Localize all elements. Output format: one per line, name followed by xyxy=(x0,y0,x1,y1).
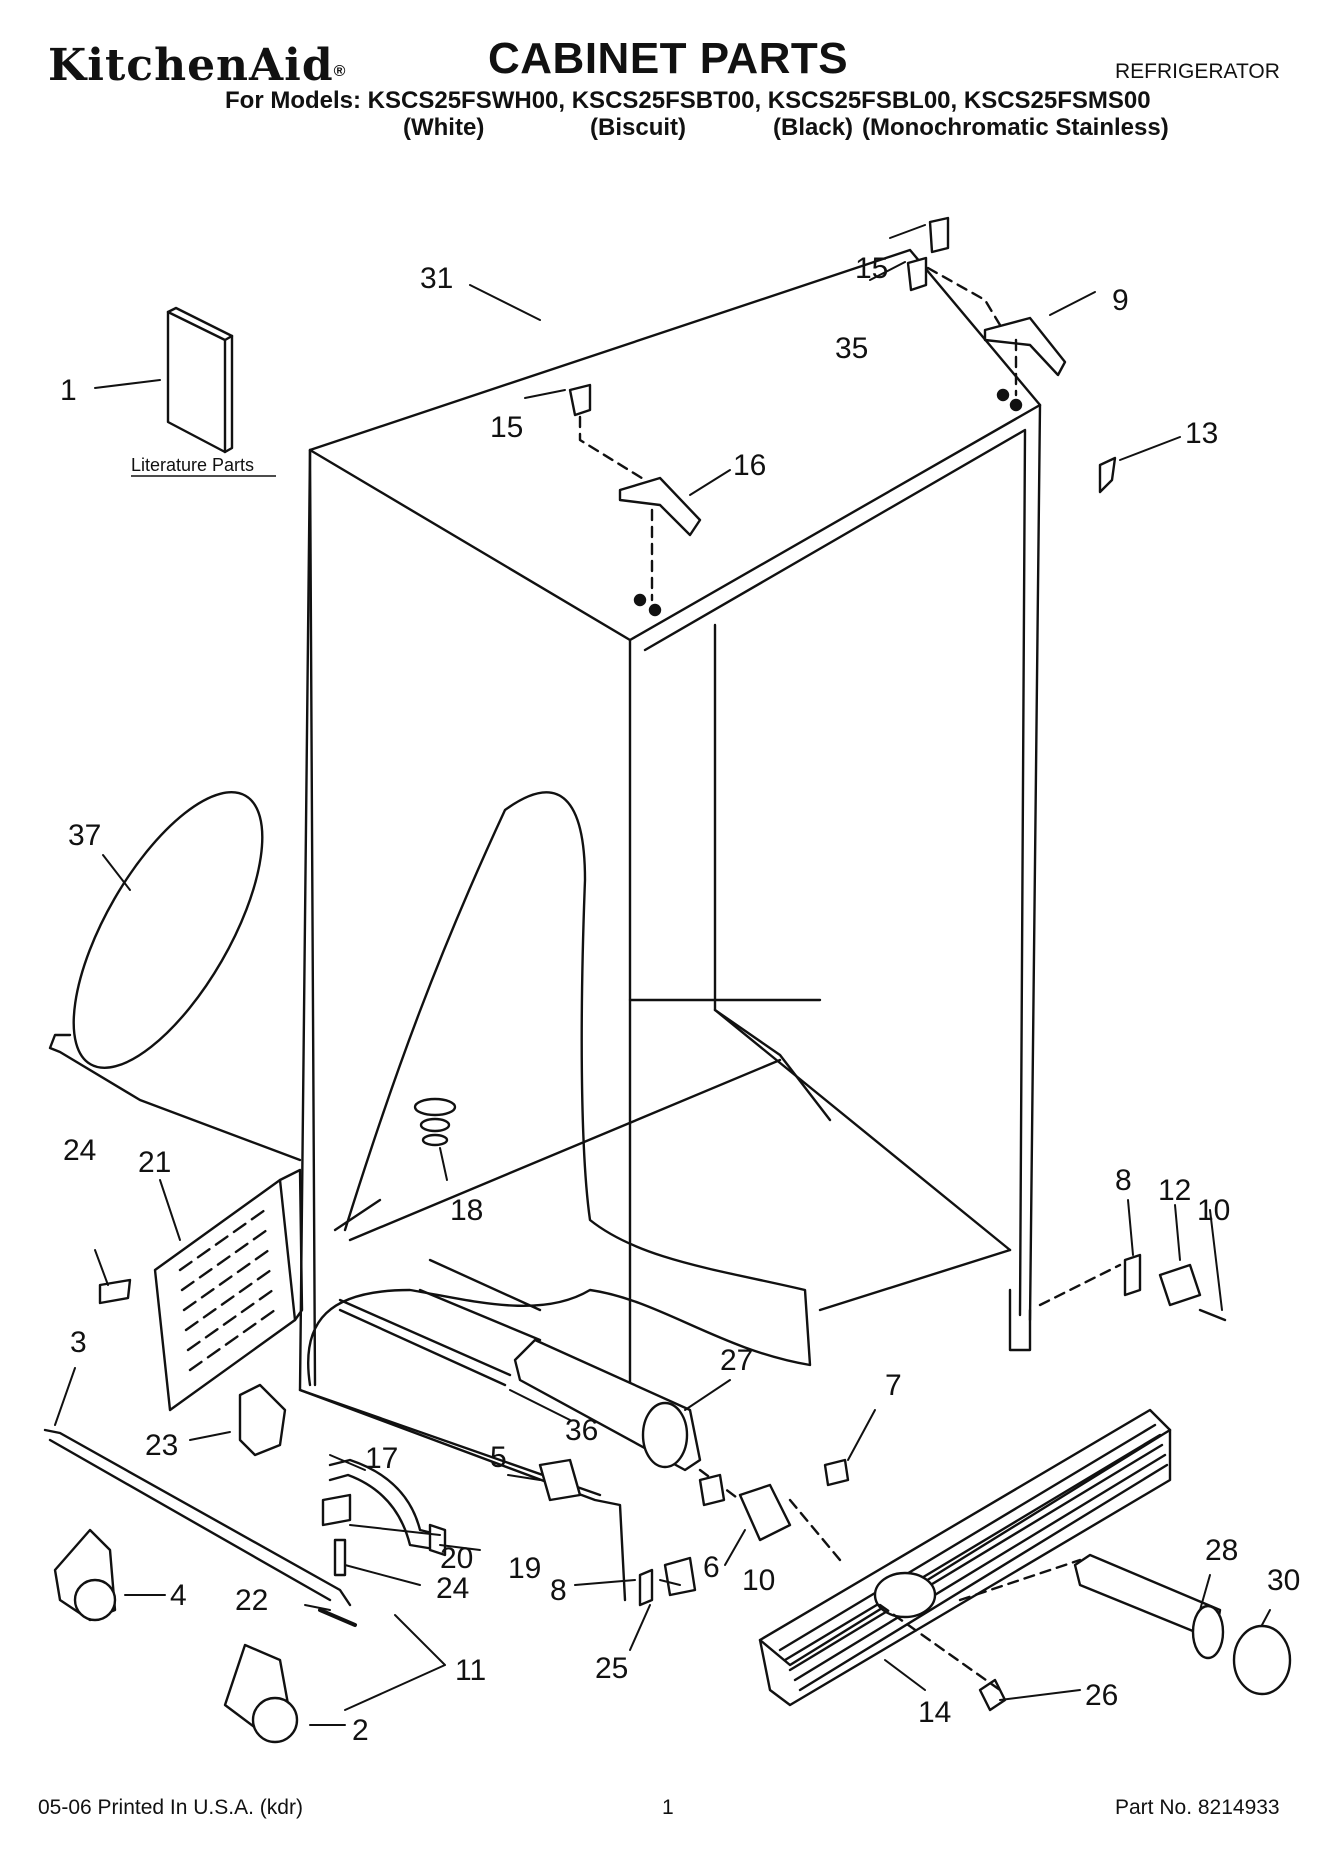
grommet xyxy=(413,1097,457,1147)
callout-26: 26 xyxy=(1085,1679,1118,1712)
callout-1: 1 xyxy=(60,374,77,407)
callout-17: 17 xyxy=(365,1442,398,1475)
callout-5: 5 xyxy=(490,1441,507,1474)
callout-24-left: 24 xyxy=(63,1134,96,1167)
callout-12: 12 xyxy=(1158,1174,1191,1207)
upper-hinges xyxy=(568,216,1067,617)
callout-37: 37 xyxy=(68,819,101,852)
leveling-rod-rollers xyxy=(43,1428,357,1744)
callout-31: 31 xyxy=(420,262,453,295)
callout-28: 28 xyxy=(1205,1534,1238,1567)
callout-13: 13 xyxy=(1185,417,1218,450)
callout-36: 36 xyxy=(565,1414,598,1447)
callout-21: 21 xyxy=(138,1146,171,1179)
variant-black: (Black) xyxy=(773,114,854,141)
callout-24-bottom: 24 xyxy=(436,1572,469,1605)
callout-9: 9 xyxy=(1112,284,1129,317)
part-callouts: 31 15 35 9 1 15 16 13 37 18 24 21 8 12 1… xyxy=(60,252,1300,1747)
variant-white: (White) xyxy=(403,114,485,141)
water-tubing-coil xyxy=(48,791,302,1162)
callout-3: 3 xyxy=(70,1326,87,1359)
callout-11: 11 xyxy=(455,1654,486,1687)
callout-25: 25 xyxy=(595,1652,628,1685)
mounting-bracket xyxy=(238,1383,287,1457)
page-title: CABINET PARTS xyxy=(488,34,849,83)
callout-20: 20 xyxy=(440,1542,473,1575)
part-number: Part No. 8214933 xyxy=(1115,1796,1280,1819)
appliance-category: REFRIGERATOR xyxy=(1115,60,1280,83)
literature-parts-label: Literature Parts xyxy=(131,455,254,475)
callout-2: 2 xyxy=(352,1714,369,1747)
callout-27: 27 xyxy=(720,1344,753,1377)
cutaway-view xyxy=(306,791,812,1387)
base-grille xyxy=(758,1408,1172,1707)
callout-10-bottom: 10 xyxy=(742,1564,775,1597)
variant-stainless: (Monochromatic Stainless) xyxy=(862,114,1169,141)
water-valve-assembly xyxy=(338,1288,702,1472)
callout-4: 4 xyxy=(170,1579,187,1612)
callout-22: 22 xyxy=(235,1584,268,1617)
water-filter-assembly xyxy=(878,1553,1292,1712)
variant-biscuit: (Biscuit) xyxy=(590,114,686,141)
callout-6: 6 xyxy=(703,1551,720,1584)
callout-30: 30 xyxy=(1267,1564,1300,1597)
compressor-access-cover xyxy=(98,1168,304,1412)
page-header: KitchenAid® CABINET PARTS REFRIGERATOR F… xyxy=(0,0,1339,170)
brand-logo: KitchenAid® xyxy=(48,40,347,91)
callout-leaders xyxy=(54,224,1271,1726)
callout-19: 19 xyxy=(508,1552,541,1585)
trim-clip xyxy=(1098,456,1117,494)
cabinet-shell xyxy=(298,248,1042,1602)
callout-8-bottom: 8 xyxy=(550,1574,567,1607)
callout-7: 7 xyxy=(885,1369,902,1402)
valve-cover xyxy=(538,1458,582,1502)
callout-15-center: 15 xyxy=(490,411,523,444)
print-info: 05-06 Printed In U.S.A. (kdr) xyxy=(38,1796,303,1819)
callout-16: 16 xyxy=(733,449,766,482)
models-line: For Models: KSCS25FSWH00, KSCS25FSBT00, … xyxy=(225,87,1151,114)
callout-8-right: 8 xyxy=(1115,1164,1132,1197)
callout-35: 35 xyxy=(835,332,868,365)
callout-15-top: 15 xyxy=(855,252,888,285)
lower-hinge-hardware xyxy=(638,1253,1227,1607)
drain-tubing xyxy=(321,1458,447,1577)
literature-parts-booklet xyxy=(166,306,234,454)
callout-10-right: 10 xyxy=(1197,1194,1230,1227)
callout-23: 23 xyxy=(145,1429,178,1462)
callout-18: 18 xyxy=(450,1194,483,1227)
page-number: 1 xyxy=(662,1796,674,1819)
callout-14: 14 xyxy=(918,1696,951,1729)
